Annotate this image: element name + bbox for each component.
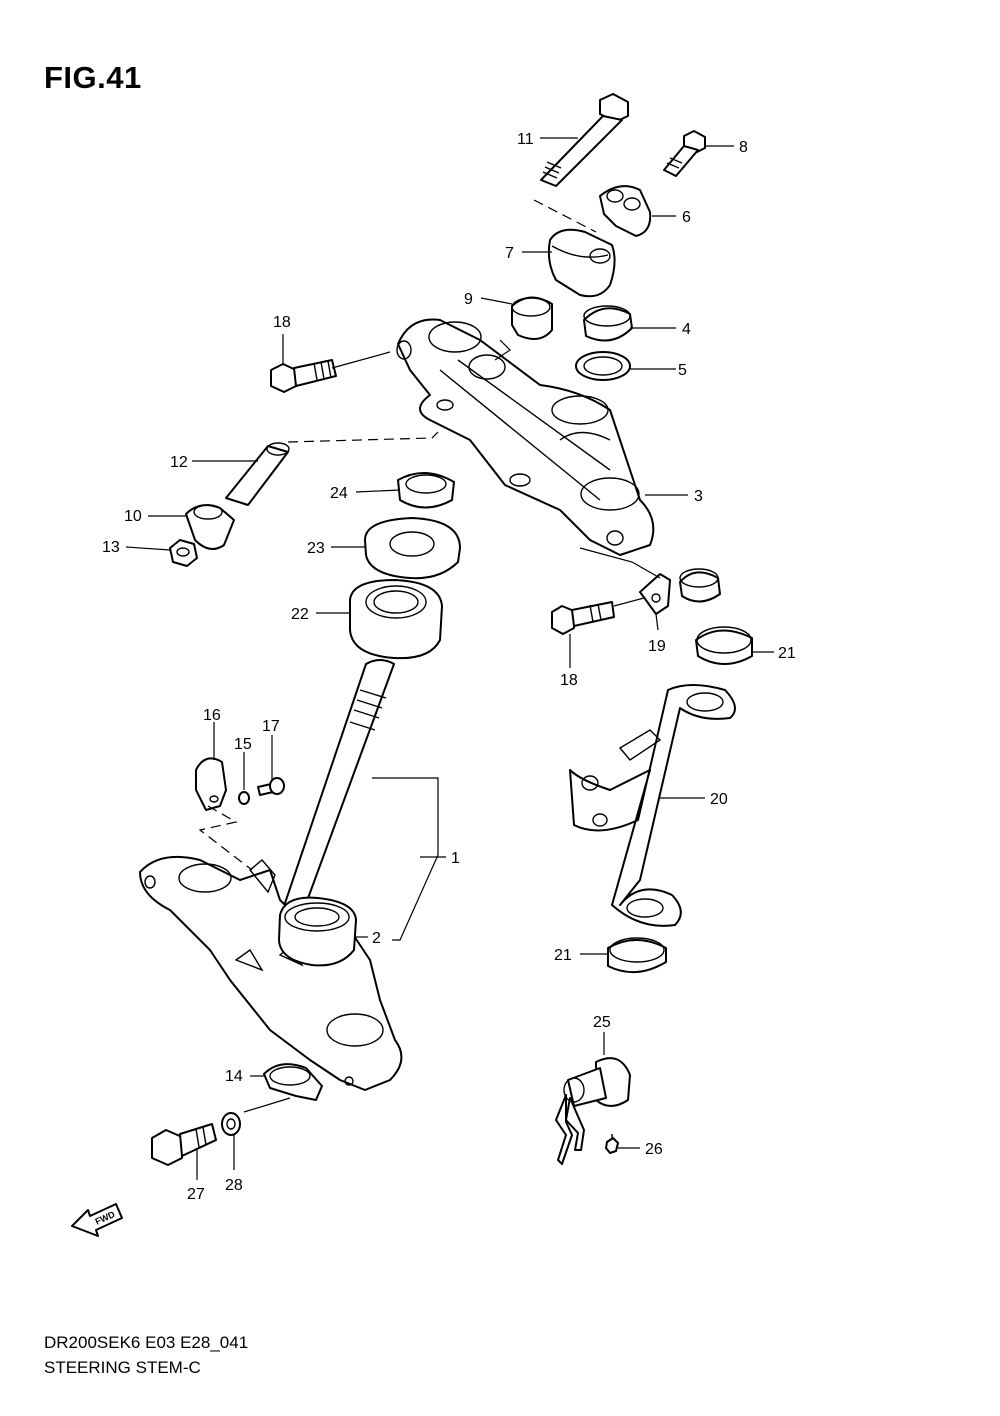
callout-11: 11 xyxy=(517,131,534,148)
callout-27: 27 xyxy=(187,1186,205,1203)
part-4-cap xyxy=(583,305,633,342)
callout-13: 13 xyxy=(102,539,120,556)
part-19-clamp xyxy=(639,573,671,615)
part-25-ignition-switch xyxy=(555,1057,631,1165)
part-9-cushion xyxy=(511,296,553,340)
part-23-dust-seal xyxy=(364,517,461,580)
callout-5: 5 xyxy=(678,362,687,379)
callout-19: 19 xyxy=(648,638,666,655)
callout-16: 16 xyxy=(203,707,221,724)
callout-17: 17 xyxy=(262,718,280,735)
part-1-steering-stem xyxy=(139,659,403,1091)
part-11-bolt xyxy=(540,93,629,187)
callout-7: 7 xyxy=(505,245,514,262)
callout-15: 15 xyxy=(234,736,252,753)
part-12-pin xyxy=(225,442,290,506)
callout-24: 24 xyxy=(330,485,348,502)
part-22-bearing xyxy=(349,579,443,660)
callout-10: 10 xyxy=(124,508,142,525)
part-26-screw xyxy=(605,1134,619,1154)
part-13-nut xyxy=(169,539,198,567)
part-24-race xyxy=(397,472,455,509)
part-18-bolt-lower xyxy=(551,601,615,635)
callouts: 11 8 6 7 9 4 5 18 3 12 24 10 13 23 22 18 xyxy=(102,131,796,1203)
callout-28: 28 xyxy=(225,1177,243,1194)
diagram-code: DR200SEK6 E03 E28_041 xyxy=(44,1333,249,1352)
callout-6: 6 xyxy=(682,209,691,226)
callout-9: 9 xyxy=(464,291,473,308)
part-21-grommet-top xyxy=(679,568,721,603)
part-21-grommet-lower xyxy=(607,937,667,973)
callout-21-lower: 21 xyxy=(554,947,572,964)
part-14-clamp xyxy=(263,1063,354,1101)
callout-4: 4 xyxy=(682,321,691,338)
callout-21-upper: 21 xyxy=(778,645,796,662)
callout-2: 2 xyxy=(372,930,381,947)
part-6-holder-upper xyxy=(599,185,652,237)
part-5-washer xyxy=(575,351,631,381)
part-8-bolt xyxy=(663,130,706,177)
part-7-holder-lower xyxy=(547,228,616,298)
part-17-screw xyxy=(257,777,285,796)
part-3-upper-bracket xyxy=(396,318,655,556)
callout-20: 20 xyxy=(710,791,728,808)
callout-1: 1 xyxy=(451,850,460,867)
callout-12: 12 xyxy=(170,454,188,471)
figure-title: FIG.41 xyxy=(44,60,142,95)
callout-18-bottom: 18 xyxy=(560,672,578,689)
callout-8: 8 xyxy=(739,139,748,156)
part-28-washer xyxy=(221,1112,241,1136)
callout-25: 25 xyxy=(593,1014,611,1031)
part-20-bracket xyxy=(569,684,736,927)
part-27-bolt xyxy=(151,1123,217,1166)
part-2-bearing xyxy=(278,896,357,967)
part-18-bolt-upper xyxy=(270,359,337,393)
fwd-arrow-icon: FWD xyxy=(71,1203,123,1237)
callout-3: 3 xyxy=(694,488,703,505)
diagram-name: STEERING STEM-C xyxy=(44,1358,201,1377)
callout-22: 22 xyxy=(291,606,309,623)
part-21-grommet-right xyxy=(695,626,753,665)
guide-lines xyxy=(198,199,661,871)
part-10-cushion xyxy=(185,504,235,550)
callout-18-top: 18 xyxy=(273,314,291,331)
callout-14: 14 xyxy=(225,1068,243,1085)
callout-26: 26 xyxy=(645,1141,663,1158)
part-16-clamp xyxy=(195,757,227,811)
part-15-washer xyxy=(238,791,250,805)
callout-23: 23 xyxy=(307,540,325,557)
